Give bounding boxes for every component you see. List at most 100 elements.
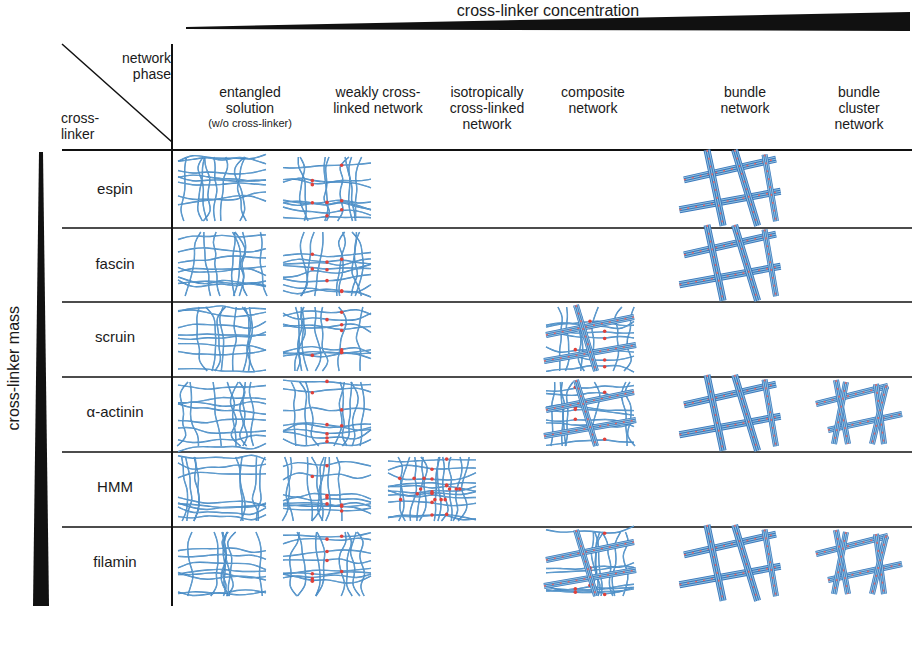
actin-filament <box>345 157 355 221</box>
actin-bundle <box>576 380 596 446</box>
actin-filament <box>232 232 235 296</box>
actin-filament <box>178 428 266 434</box>
column-header: composite network <box>548 84 638 116</box>
actin-filament <box>178 170 266 174</box>
bundle-strand <box>679 264 780 282</box>
bundle-strand <box>679 564 780 582</box>
actin-filament <box>178 463 266 469</box>
bundle-strand <box>737 524 760 600</box>
bundle-strand <box>834 382 846 444</box>
bundle-strand <box>684 532 776 553</box>
actin-filament <box>560 382 563 446</box>
network-cell <box>544 304 637 372</box>
actin-filament <box>291 382 296 446</box>
cross-linker-dot <box>445 484 449 488</box>
network-cell <box>816 530 903 595</box>
actin-filament <box>233 307 237 371</box>
column-header: (w/o cross-linker) <box>195 117 305 130</box>
bundle-strand <box>576 380 596 446</box>
actin-bundle <box>735 225 758 301</box>
actin-bundle <box>735 525 758 601</box>
bundle-strand <box>874 386 888 444</box>
actin-filament <box>185 232 201 296</box>
actin-filament <box>283 423 371 427</box>
actin-filament <box>546 365 634 372</box>
actin-filament <box>178 175 266 181</box>
actin-filament <box>360 382 364 446</box>
actin-filament <box>178 572 266 580</box>
bundle-strand <box>709 224 725 300</box>
actin-filament <box>227 382 236 446</box>
actin-bundle <box>679 266 780 284</box>
cross-linker-dot <box>311 201 315 205</box>
actin-filament <box>178 503 266 510</box>
actin-filament <box>283 253 371 257</box>
actin-filament <box>338 307 346 371</box>
actin-filament <box>283 439 371 446</box>
actin-filament <box>321 307 328 371</box>
actin-filament <box>326 457 331 521</box>
actin-filament <box>388 501 476 505</box>
actin-bundle <box>872 386 886 444</box>
actin-filament <box>283 550 371 556</box>
actin-filament <box>312 457 322 521</box>
mass-wedge <box>33 152 49 606</box>
actin-filament <box>214 157 217 221</box>
bundle-strand <box>832 532 844 594</box>
actin-filament <box>178 515 266 520</box>
actin-filament <box>283 259 371 266</box>
actin-filament <box>360 382 364 446</box>
actin-filament <box>283 493 371 499</box>
actin-bundle <box>735 375 758 451</box>
actin-filament <box>338 307 346 371</box>
actin-filament <box>178 554 266 559</box>
actin-filament <box>613 307 622 371</box>
axis-label: cross-linker concentration <box>388 2 708 20</box>
actin-filament <box>355 157 361 221</box>
bundle-strand <box>763 530 775 597</box>
actin-bundle <box>576 530 596 596</box>
cross-linker-dot <box>430 492 434 496</box>
bundle-strand <box>576 305 596 371</box>
actin-filament <box>221 157 228 221</box>
row-header: filamin <box>70 553 160 570</box>
bundle-strand <box>679 414 780 432</box>
bundle-strand <box>707 150 723 226</box>
actin-filament <box>178 590 266 594</box>
bundle-strand <box>679 416 780 434</box>
actin-filament <box>546 365 634 372</box>
actin-filament <box>316 532 325 596</box>
actin-filament <box>178 572 266 580</box>
actin-filament <box>400 457 410 521</box>
actin-filament <box>612 532 620 596</box>
actin-filament <box>234 157 244 221</box>
bundle-strand <box>765 230 777 297</box>
actin-filament <box>256 532 262 596</box>
cross-linker-dot <box>311 183 315 187</box>
cross-linker-dot <box>574 417 578 421</box>
bundle-strand <box>705 525 721 601</box>
bundle-strand <box>735 150 758 226</box>
bundle-cross-linker <box>834 532 846 594</box>
actin-bundle <box>684 159 776 180</box>
column-header: bundle network <box>705 84 785 116</box>
bundle-strand <box>735 525 758 601</box>
corner-header: cross-linker <box>61 110 111 142</box>
cross-linker-dot <box>430 501 434 505</box>
cross-linker-dot <box>445 483 449 487</box>
actin-filament <box>283 178 371 188</box>
actin-filament <box>178 350 266 355</box>
bundle-strand <box>684 159 776 180</box>
actin-filament <box>316 532 320 596</box>
actin-filament <box>178 497 266 506</box>
actin-bundle <box>834 532 846 594</box>
actin-filament <box>295 307 300 371</box>
bundle-strand <box>709 524 725 600</box>
actin-filament <box>283 574 371 583</box>
cross-linker-dot <box>325 268 329 272</box>
cross-linker-dot <box>325 464 329 468</box>
actin-filament <box>178 256 266 263</box>
actin-filament <box>233 232 241 296</box>
actin-filament <box>194 457 199 521</box>
actin-filament <box>178 472 266 478</box>
